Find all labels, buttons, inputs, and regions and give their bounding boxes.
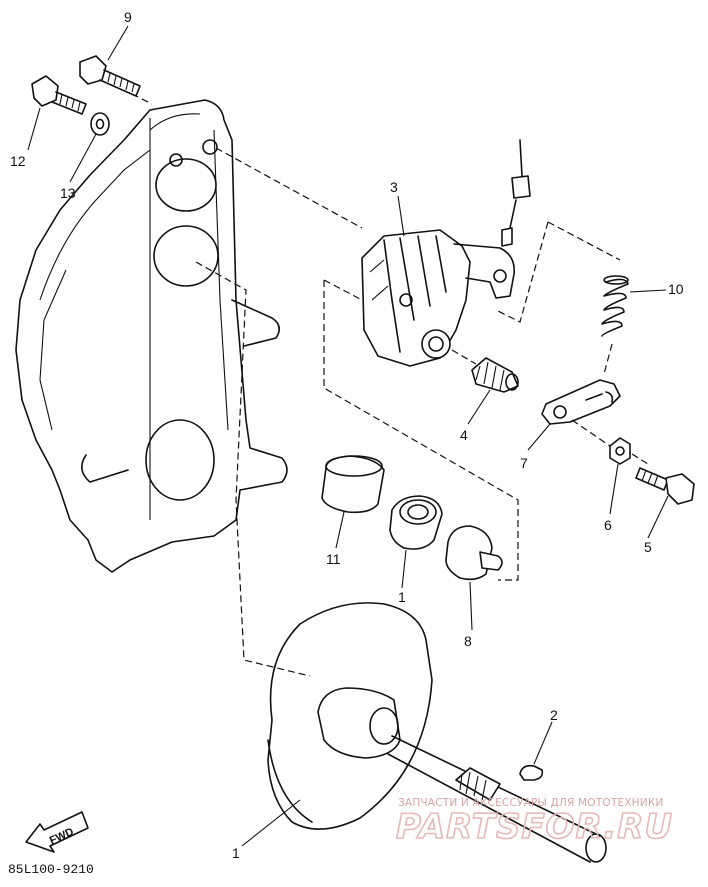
washer-13 [90, 112, 110, 136]
watermark-logo: PARTSFOR.RU [396, 807, 673, 847]
callout-7: 7 [520, 455, 528, 471]
callout-numbers: 9 12 13 3 10 4 7 6 5 11 1 8 2 1 [10, 9, 684, 861]
callout-12: 12 [10, 153, 26, 169]
nut-6 [609, 437, 631, 465]
bolt-9 [79, 55, 141, 97]
collar-8 [445, 525, 503, 581]
adjuster-4 [471, 357, 519, 393]
bolt-12 [31, 75, 87, 115]
spring-10 [601, 275, 629, 337]
pulley-sheave [267, 602, 433, 830]
bushing-11 [321, 455, 385, 514]
lever-plate-7 [541, 379, 621, 425]
lever-housing-3 [361, 229, 516, 367]
callout-1-pulley: 1 [232, 845, 240, 861]
bolt-5 [635, 467, 695, 505]
forward-direction-arrow: FWD [25, 811, 89, 853]
callout-13: 13 [60, 185, 76, 201]
callout-9: 9 [124, 9, 132, 25]
watermark-tagline: ЗАПЧАСТИ И АКСЕССУАРЫ ДЛЯ МОТОТЕХНИКИ [398, 797, 664, 809]
callout-5: 5 [644, 539, 652, 555]
cable-end [501, 139, 531, 247]
shaft [387, 735, 607, 863]
case-cover-housing [15, 99, 288, 573]
callout-6: 6 [604, 517, 612, 533]
callout-8: 8 [464, 633, 472, 649]
seal-ring-1 [389, 495, 443, 550]
callout-11: 11 [326, 551, 341, 567]
callout-3: 3 [390, 179, 398, 195]
callout-1-seal: 1 [398, 589, 406, 605]
callout-leaders [27, 25, 669, 847]
watermark: ЗАПЧАСТИ И АКСЕССУАРЫ ДЛЯ МОТОТЕХНИКИ PA… [395, 797, 673, 848]
assembly-guide-lines [131, 93, 649, 677]
callout-10: 10 [668, 281, 684, 297]
callout-2: 2 [550, 707, 558, 723]
callout-4: 4 [460, 427, 468, 443]
key-2 [519, 764, 544, 781]
drawing-code: 85L100-9210 [8, 862, 94, 877]
